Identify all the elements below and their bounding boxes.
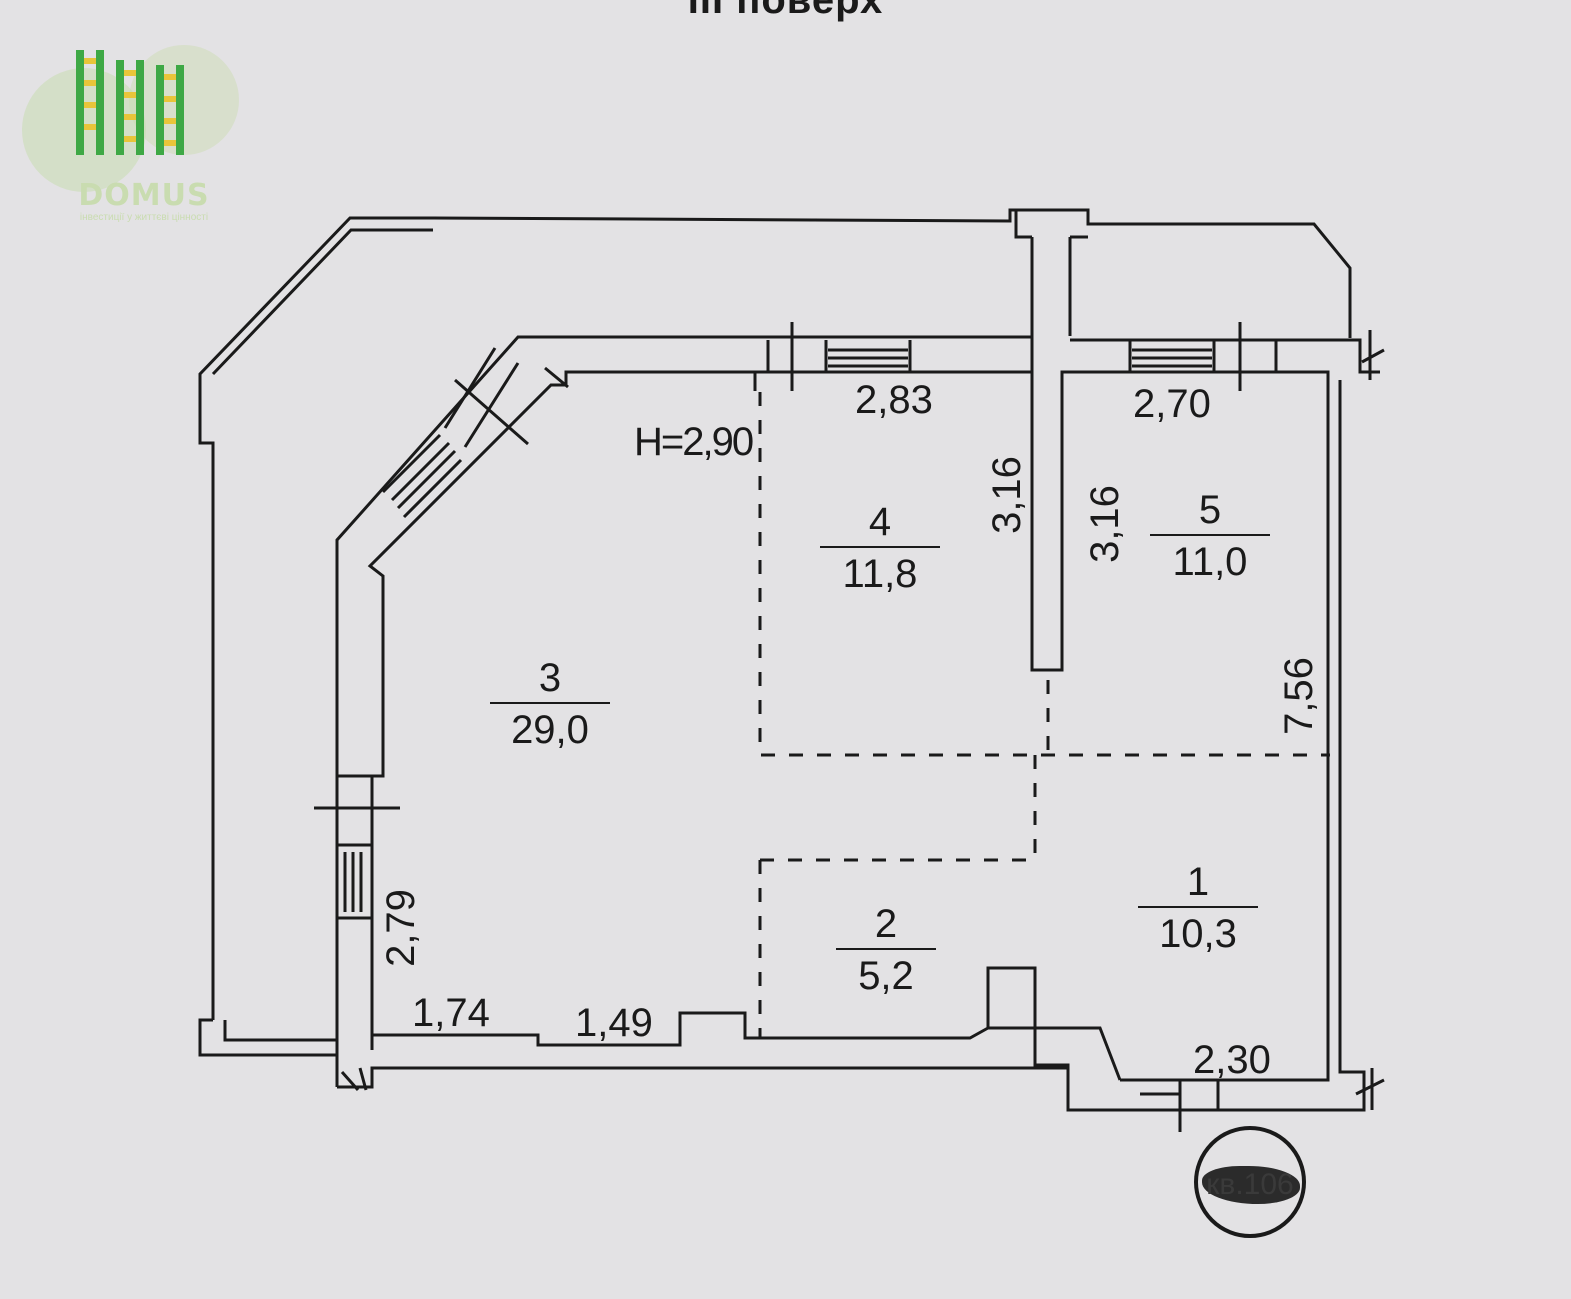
room-area: 5,2 xyxy=(858,954,914,998)
top-window-right xyxy=(1128,322,1278,391)
room-number: 1 xyxy=(1138,862,1258,908)
dim-room5-width: 2,70 xyxy=(1133,382,1211,426)
room-area: 11,8 xyxy=(842,552,918,596)
floor-title: III поверх xyxy=(687,0,884,22)
bottom-wall-outer xyxy=(337,1066,1068,1089)
dim-bottom-middle: 1,49 xyxy=(575,1001,653,1045)
room-2-label: 2 5,2 xyxy=(836,904,936,996)
right-wall xyxy=(986,380,1366,1112)
dim-room4-width: 2,83 xyxy=(855,378,933,422)
room-5-label: 5 11,0 xyxy=(1150,490,1270,582)
bottom-wall-inner xyxy=(372,1011,1122,1081)
room-1-label: 1 10,3 xyxy=(1138,862,1258,954)
shaft xyxy=(1014,210,1088,672)
ceiling-height: H=2,90 xyxy=(634,420,754,464)
room-4-label: 4 11,8 xyxy=(820,502,940,594)
dim-room4-depth: 3,16 xyxy=(984,456,1029,534)
logo-slogan: інвестиції у життєві цінності xyxy=(79,212,209,223)
balcony-corner xyxy=(198,1018,337,1057)
partition-room2 xyxy=(758,858,1035,1038)
dim-bottom-right: 2,30 xyxy=(1193,1038,1271,1082)
top-window-left xyxy=(766,322,912,391)
dim-bottom-left: 1,74 xyxy=(412,991,490,1035)
balcony-outline xyxy=(198,208,1352,1020)
balcony-inner xyxy=(211,228,433,376)
left-window xyxy=(314,774,400,920)
room-3-label: 3 29,0 xyxy=(490,658,610,750)
partition-room4-left xyxy=(758,392,1330,757)
room-area: 11,0 xyxy=(1172,540,1248,584)
room-area: 29,0 xyxy=(511,708,589,752)
exterior-wall-inner xyxy=(367,370,1330,1082)
room-number: 4 xyxy=(820,502,940,548)
redaction-mark xyxy=(1202,1166,1300,1204)
room-area: 10,3 xyxy=(1159,912,1237,956)
apartment-tag: кв.106 xyxy=(1194,1126,1306,1238)
logo-mark xyxy=(22,45,239,192)
apartment-number: кв.106 xyxy=(1206,1168,1294,1201)
dim-left-wall: 2,79 xyxy=(378,889,423,967)
dim-right-depth: 7,56 xyxy=(1276,657,1321,735)
room-number: 2 xyxy=(836,904,936,950)
logo-name: DOMUS xyxy=(78,178,210,213)
room-number: 3 xyxy=(490,658,610,704)
bay-window xyxy=(381,347,569,519)
room-number: 5 xyxy=(1150,490,1270,536)
dim-room5-depth: 3,16 xyxy=(1082,485,1127,563)
domus-logo: DOMUS інвестиції у життєві цінності xyxy=(14,40,244,230)
corner-ticks xyxy=(340,330,1385,1132)
